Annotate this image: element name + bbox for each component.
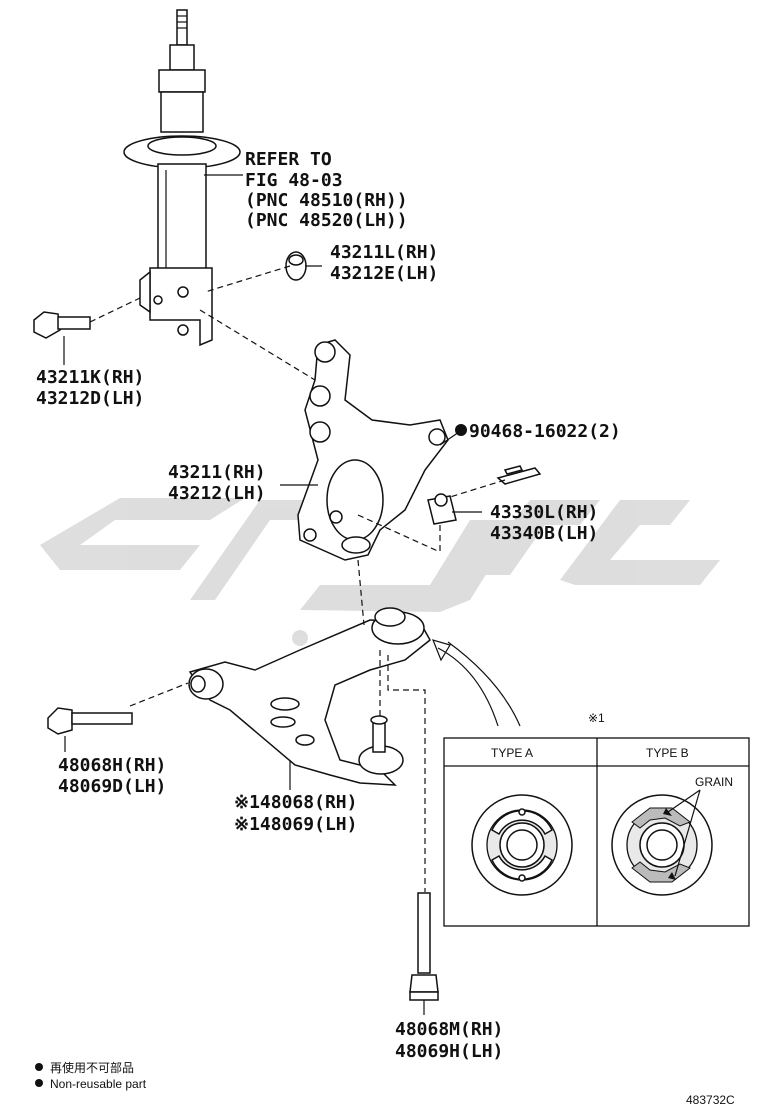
label-48068H-rh: 48068H(RH)	[58, 755, 166, 776]
legend-japanese: 再使用不可部品	[50, 1060, 134, 1075]
type-a-bushing	[471, 794, 573, 896]
type-b-bushing	[611, 789, 713, 896]
label-43330L-rh: 43330L(RH)	[490, 502, 598, 523]
legend-dot-2	[35, 1079, 43, 1087]
leader-lines	[63, 174, 521, 1015]
bolt-48068M	[409, 892, 439, 1001]
bolt-43211K	[33, 311, 91, 339]
inset-ref-mark: ※1	[588, 711, 605, 725]
label-48069H-lh: 48069H(LH)	[395, 1041, 503, 1062]
clip-90468	[496, 465, 542, 485]
diagram-id: 483732C	[686, 1093, 735, 1107]
label-43211-rh: 43211(RH)	[168, 462, 266, 483]
inset-type-a: TYPE A	[491, 746, 533, 760]
label-48068M-rh: 48068M(RH)	[395, 1019, 503, 1040]
label-43212D-lh: 43212D(LH)	[36, 388, 144, 409]
refer-line-4: (PNC 48520(LH))	[245, 210, 408, 231]
refer-line-3: (PNC 48510(RH))	[245, 190, 408, 211]
type-inset-table	[443, 737, 750, 927]
label-43211K-rh: 43211K(RH)	[36, 367, 144, 388]
label-48069D-lh: 48069D(LH)	[58, 776, 166, 797]
label-43340B-lh: 43340B(LH)	[490, 523, 598, 544]
bolt-48068H	[47, 707, 133, 735]
steering-knuckle	[297, 339, 449, 561]
label-43212-lh: 43212(LH)	[168, 483, 266, 504]
lower-arm	[188, 607, 431, 786]
refer-line-2: FIG 48-03	[245, 170, 343, 191]
watermark-logo	[40, 498, 720, 646]
refer-line-1: REFER TO	[245, 149, 332, 170]
inset-grain: GRAIN	[695, 775, 733, 789]
strut-assembly	[123, 9, 241, 347]
label-48069-lh: ※148069(LH)	[234, 814, 357, 835]
legend-dot-1	[35, 1063, 43, 1071]
non-reusable-dot	[455, 424, 467, 436]
label-43211L-rh: 43211L(RH)	[330, 242, 438, 263]
label-90468: 90468-16022(2)	[469, 421, 621, 442]
bushing-43211L	[285, 251, 307, 281]
inset-type-b: TYPE B	[646, 746, 689, 760]
nut-43330L	[427, 493, 457, 525]
legend-english: Non-reusable part	[50, 1077, 147, 1091]
label-43212E-lh: 43212E(LH)	[330, 263, 438, 284]
label-48068-rh: ※148068(RH)	[234, 792, 357, 813]
